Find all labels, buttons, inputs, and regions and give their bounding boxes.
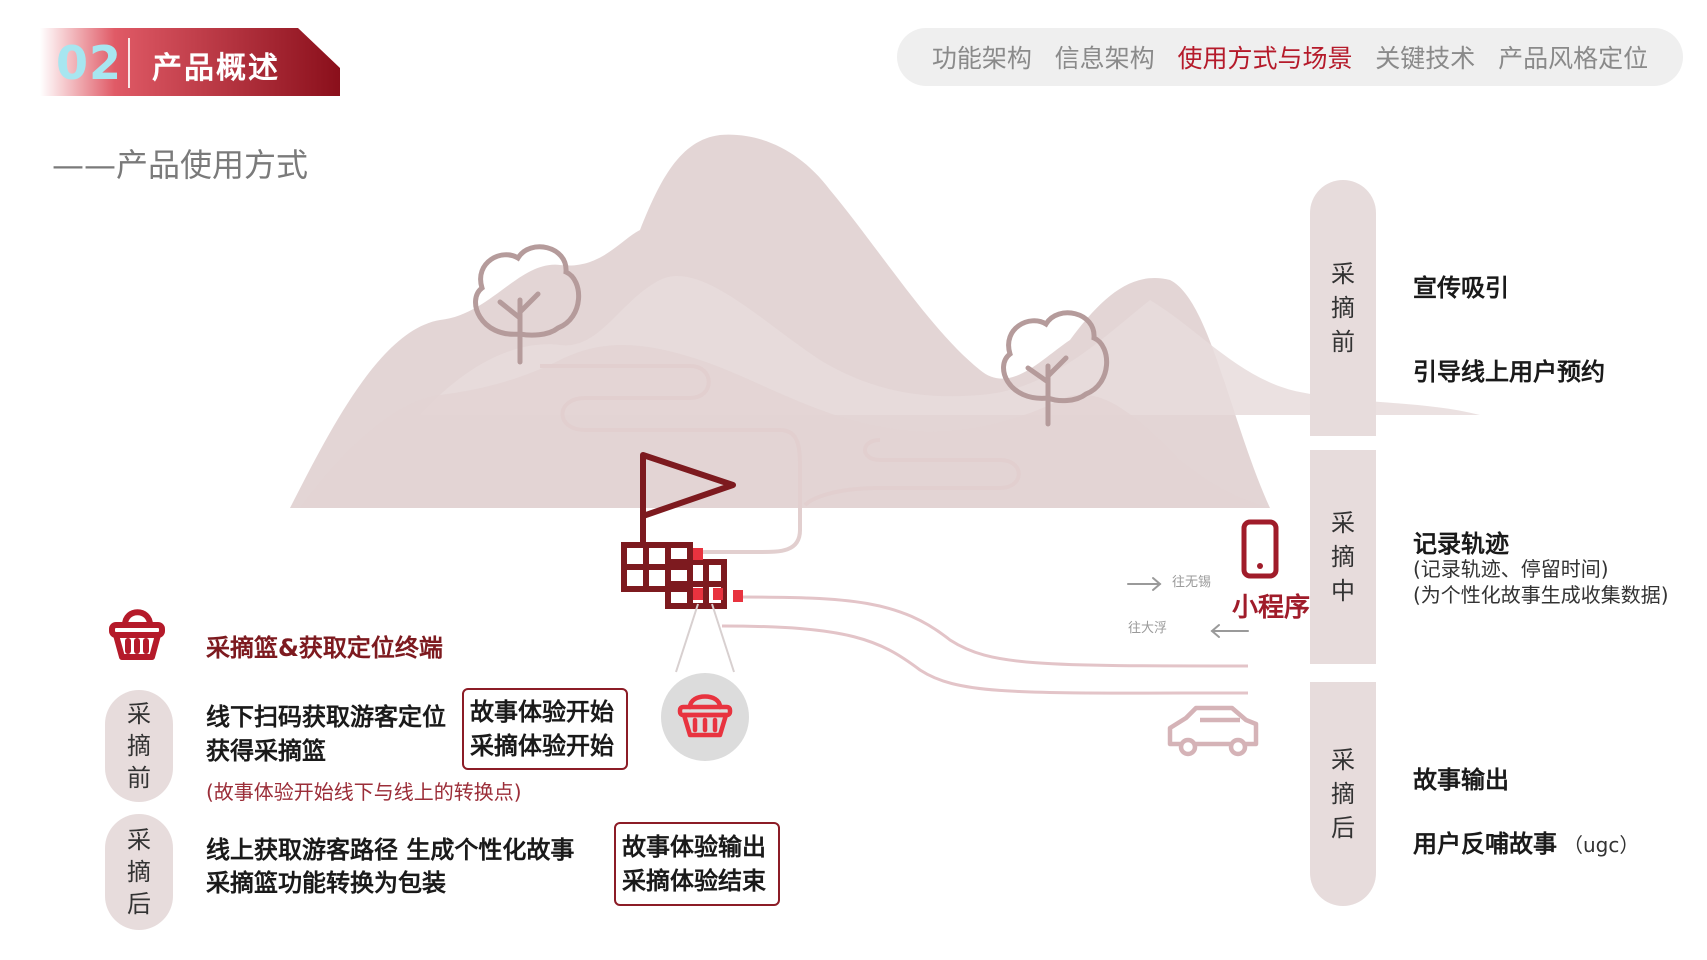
box-line: 故事体验输出 (622, 833, 766, 861)
phase-char: 中 (1331, 577, 1355, 605)
tree-icon (1001, 310, 1109, 427)
to-wuxi-label: 往无锡 (1172, 575, 1212, 590)
story-end-box: 故事体验输出 采摘体验结束 (614, 822, 780, 906)
to-dafu-label: 往大浮 (1128, 621, 1168, 636)
terminal-title: 采摘篮&获取定位终端 (206, 634, 443, 662)
before-line-scan: 线下扫码获取游客定位 (206, 703, 446, 731)
tree-icon (473, 244, 581, 365)
box-line: 采摘体验结束 (622, 867, 766, 895)
basket-icon (109, 609, 165, 660)
road (737, 595, 1249, 668)
phase-char: 采 (127, 826, 151, 854)
phase-char: 采 (1331, 746, 1355, 774)
story-start-box: 故事体验开始 采摘体验开始 (462, 688, 628, 770)
before-item-promotion: 宣传吸引 (1413, 274, 1509, 302)
building-icon (621, 542, 727, 609)
nav-item-key-technology[interactable]: 关键技术 (1375, 44, 1476, 73)
winding-path (540, 364, 802, 554)
nav-item-usage-scenarios[interactable]: 使用方式与场景 (1177, 44, 1353, 73)
during-detail-2: (为个性化故事生成收集数据) (1413, 583, 1669, 607)
after-line-story: 线上获取游客路径 生成个性化故事 (206, 836, 575, 864)
section-badge: 02 产品概述 (40, 28, 340, 96)
page-subtitle: ——产品使用方式 (52, 146, 309, 184)
phase-char: 摘 (1331, 780, 1355, 808)
badge-background (40, 28, 340, 96)
direction-arrows (1127, 577, 1249, 638)
left-phase-pill-after: 采 摘 后 (105, 814, 173, 930)
nav-item-function-architecture[interactable]: 功能架构 (931, 44, 1032, 73)
phase-pill-after: 采 摘 后 (1310, 682, 1376, 906)
phase-char: 摘 (1331, 294, 1355, 322)
mountains (290, 134, 1480, 508)
phase-char: 前 (1331, 328, 1355, 356)
nav-item-info-architecture[interactable]: 信息架构 (1054, 44, 1155, 73)
after-line-packaging: 采摘篮功能转换为包装 (206, 869, 446, 897)
after-item-story-output: 故事输出 (1413, 766, 1509, 794)
flag-icon (640, 452, 736, 548)
phase-char: 采 (127, 700, 151, 728)
after-item-ugc: 用户反哺故事（ugc） (1413, 824, 1639, 859)
phase-char: 采 (1331, 509, 1355, 537)
phase-char: 采 (1331, 260, 1355, 288)
left-phase-pill-before: 采 摘 前 (105, 690, 173, 802)
phase-char: 摘 (127, 858, 151, 886)
phase-char: 后 (127, 890, 151, 918)
basket-icon (677, 694, 733, 738)
section-title: 产品概述 (152, 51, 280, 86)
badge-divider (128, 38, 130, 88)
car-icon (1167, 705, 1259, 757)
before-item-reservation: 引导线上用户预约 (1413, 358, 1605, 386)
before-line-basket: 获得采摘篮 (206, 737, 326, 765)
phase-char: 摘 (127, 732, 151, 760)
after-item-ugc-label: 用户反哺故事 (1413, 830, 1557, 858)
phase-pill-before: 采 摘 前 (1310, 180, 1376, 436)
phase-pill-during: 采 摘 中 (1310, 450, 1376, 664)
phase-char: 摘 (1331, 543, 1355, 571)
phase-char: 后 (1331, 814, 1355, 842)
box-line: 故事体验开始 (470, 698, 614, 726)
top-nav: 功能架构 信息架构 使用方式与场景 关键技术 产品风格定位 (897, 28, 1683, 86)
section-number: 02 (56, 36, 123, 90)
ugc-suffix: （ugc） (1563, 833, 1640, 857)
mini-program-label: 小程序 (1232, 593, 1311, 623)
nav-item-style-positioning[interactable]: 产品风格定位 (1498, 44, 1649, 73)
during-title: 记录轨迹 (1413, 530, 1509, 558)
phase-char: 前 (127, 764, 151, 792)
before-note: (故事体验开始线下与线上的转换点) (206, 780, 522, 804)
during-detail-1: (记录轨迹、停留时间) (1413, 557, 1609, 581)
phone-icon (1241, 519, 1279, 579)
box-line: 采摘体验开始 (470, 732, 614, 760)
